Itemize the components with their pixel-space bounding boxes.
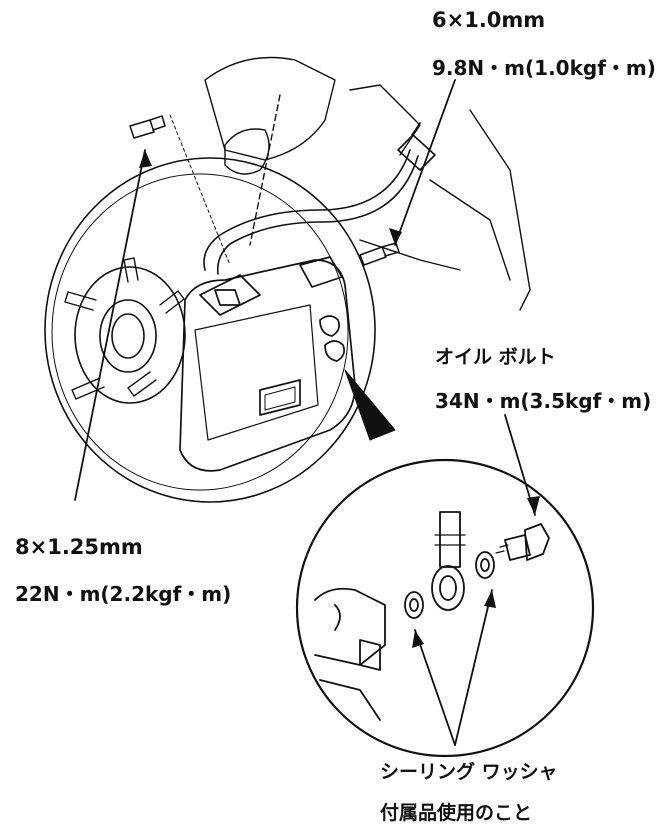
- steering-knuckle: [169, 56, 531, 311]
- bracket-bolt: [359, 242, 400, 266]
- brake-disc: [44, 157, 376, 503]
- arrowheads: [139, 150, 540, 648]
- detail-sealing-washers: [404, 551, 495, 619]
- caliper-bolt-part: [129, 115, 166, 139]
- leader-lines: [74, 79, 536, 746]
- detail-callout-pointer: [344, 369, 396, 441]
- caliper-bolt-size-label: 8×1.25mm: [15, 535, 143, 559]
- oil-bolt-torque-label: 34N・m(3.5kgf・m): [435, 389, 652, 413]
- detail-oil-bolt: [495, 523, 550, 561]
- detail-caliper-body: [314, 587, 386, 721]
- oil-bolt-name-label: オイル ボルト: [435, 346, 556, 368]
- washer-name-label: シーリング ワッシャ: [380, 761, 558, 783]
- detail-circle: [295, 458, 595, 758]
- caliper-bolt-torque-label: 22N・m(2.2kgf・m): [15, 582, 232, 606]
- brake-hose: [203, 122, 436, 275]
- top-bolt-torque-label: 9.8N・m(1.0kgf・m): [432, 56, 656, 80]
- wheel-studs: [64, 257, 185, 400]
- washer-note-label: 付属品使用のこと: [380, 802, 533, 824]
- top-bolt-size-label: 6×1.0mm: [432, 8, 546, 32]
- brake-caliper: [179, 256, 356, 472]
- brake-caliper-diagram: [44, 56, 595, 758]
- detail-banjo-fitting: [431, 511, 466, 611]
